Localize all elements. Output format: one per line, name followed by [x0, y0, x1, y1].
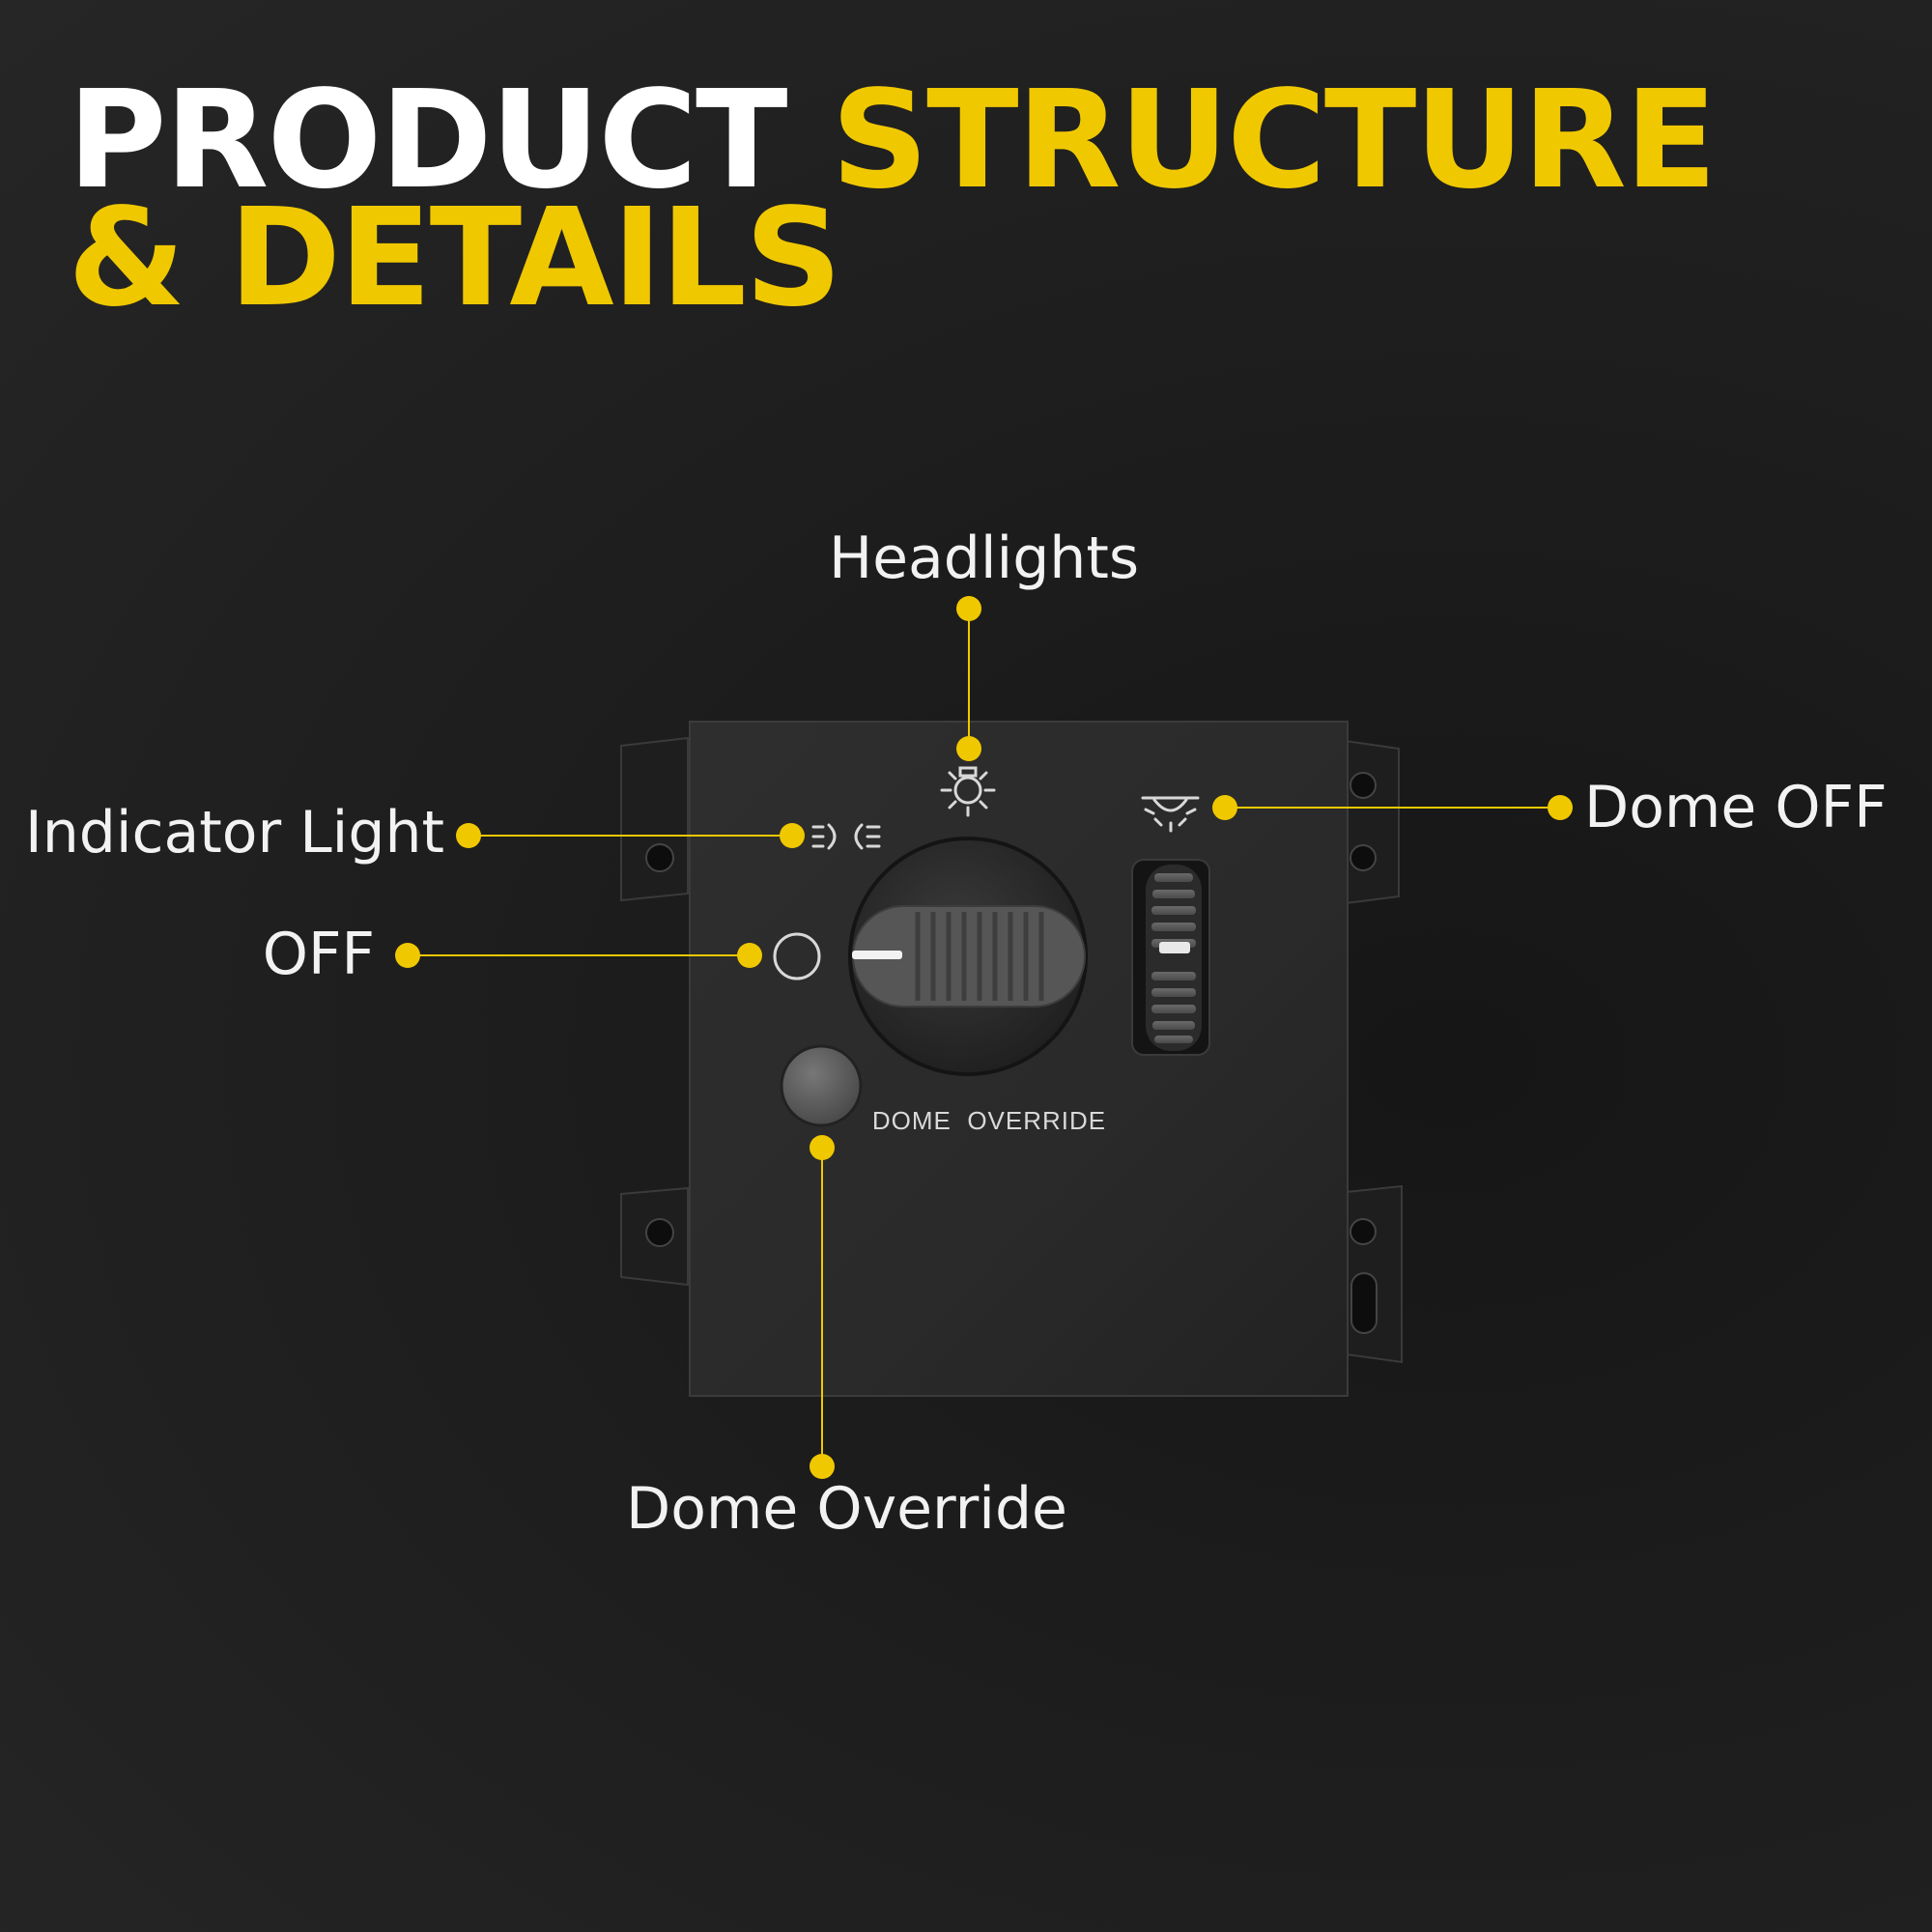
dome-light-icon [1141, 796, 1200, 833]
callout-indicator-light: Indicator Light [25, 799, 444, 867]
parking-lights-icon [811, 823, 881, 850]
callout-dot [395, 943, 420, 968]
mounting-bracket-left-bottom [620, 1186, 689, 1287]
callout-dome-override: Dome Override [626, 1475, 1067, 1543]
page-title: PRODUCT STRUCTURE & DETAILS [68, 73, 1718, 327]
off-circle-icon [773, 932, 821, 980]
callout-dot [737, 943, 762, 968]
headlight-knob[interactable] [848, 837, 1088, 1076]
callout-dot [810, 1135, 835, 1160]
title-word-structure: STRUCTURE [831, 62, 1717, 219]
callout-dot [780, 823, 805, 848]
mounting-bracket-right-bottom [1345, 1184, 1403, 1364]
callout-dot [956, 596, 981, 621]
callout-off: OFF [262, 921, 375, 988]
dome-override-button[interactable] [780, 1044, 863, 1127]
callout-dot [1548, 795, 1573, 820]
dome-dimmer-wheel[interactable] [1131, 859, 1210, 1056]
mounting-bracket-right-top [1345, 739, 1400, 905]
dome-override-panel-label: DOME OVERRIDE [872, 1106, 1106, 1135]
headlight-bulb-icon [940, 766, 996, 817]
callout-dome-off: Dome OFF [1584, 774, 1888, 841]
title-word-product: PRODUCT [68, 62, 788, 219]
callout-dot [456, 823, 481, 848]
callout-dot [810, 1454, 835, 1479]
title-line-details: & DETAILS [68, 180, 842, 337]
callout-headlights: Headlights [829, 525, 1140, 592]
callout-dot [1212, 795, 1237, 820]
mounting-bracket-left-top [620, 736, 689, 902]
callout-dot [956, 736, 981, 761]
